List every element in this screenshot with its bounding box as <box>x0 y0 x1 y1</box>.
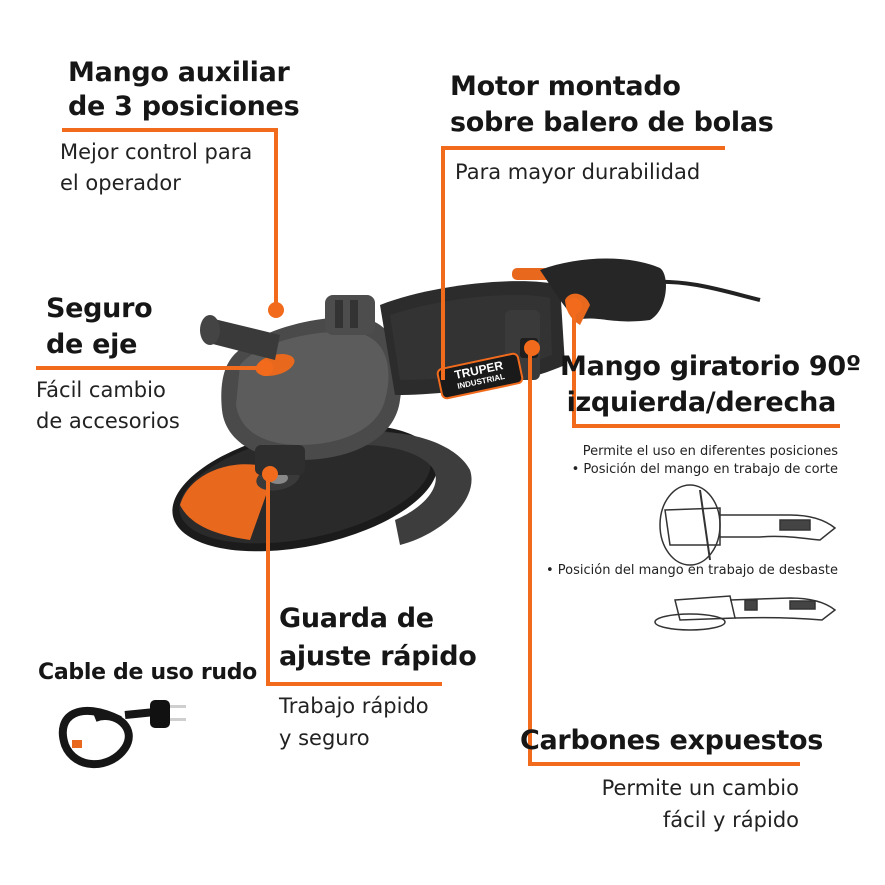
callout-title-aux-2: de 3 posiciones <box>68 91 300 122</box>
callout-desc-aux-2: el operador <box>60 171 181 195</box>
grinding-position-icon <box>654 595 837 631</box>
cut-position-icon <box>659 484 837 566</box>
power-cable-icon <box>58 700 186 769</box>
callout-dot-brushes <box>524 340 540 356</box>
callout-desc-lock-1: Fácil cambio <box>36 378 166 402</box>
callout-title-aux-1: Mango auxiliar <box>68 57 290 88</box>
callout-title-guard-1: Guarda de <box>279 603 434 634</box>
callout-line-rot-v <box>572 306 576 426</box>
callout-title-lock-1: Seguro <box>46 293 153 324</box>
callout-line-rot-h <box>572 424 840 428</box>
callout-title-motor-1: Motor montado <box>450 71 681 102</box>
callout-line-brushes-v <box>528 348 532 766</box>
callout-desc-motor-1: Para mayor durabilidad <box>455 160 701 184</box>
callout-dot-lock <box>257 360 273 376</box>
callout-note-rot-2: • Posición del mango en trabajo de corte <box>571 462 838 477</box>
callout-title-brushes: Carbones expuestos <box>520 725 824 756</box>
callout-line-guard-h <box>266 682 442 686</box>
callout-title-motor-2: sobre balero de bolas <box>450 107 774 138</box>
callout-note-rot-3: • Posición del mango en trabajo de desba… <box>546 563 838 578</box>
callout-title-cable: Cable de uso rudo <box>38 660 257 685</box>
callout-title-rot-2: izquierda/derecha <box>566 387 837 418</box>
callout-line-motor-v <box>441 146 445 380</box>
gear-head <box>221 295 402 475</box>
callout-dot-aux <box>268 302 284 318</box>
callout-title-guard-2: ajuste rápido <box>279 641 477 672</box>
callout-line-brushes-h <box>528 762 800 766</box>
callout-title-lock-2: de eje <box>46 329 138 360</box>
callout-desc-aux-1: Mejor control para <box>60 140 253 164</box>
callout-desc-brushes-2: fácil y rápido <box>662 808 799 832</box>
callout-dot-rot <box>566 298 582 314</box>
callout-note-rot-1: Permite el uso en diferentes posiciones <box>582 444 838 459</box>
callout-desc-lock-2: de accesorios <box>36 409 180 433</box>
callout-title-rot-1: Mango giratorio 90º <box>560 351 861 382</box>
callout-desc-brushes-1: Permite un cambio <box>601 776 799 800</box>
abrasive-disc <box>172 424 438 552</box>
callout-desc-guard-1: Trabajo rápido <box>279 694 429 718</box>
auxiliary-handle <box>200 315 280 360</box>
callout-line-aux-v <box>274 128 278 308</box>
callout-line-aux-h <box>62 128 278 132</box>
callout-dot-guard <box>262 466 278 482</box>
callout-line-guard-v <box>266 470 270 686</box>
callout-line-motor-h <box>441 146 725 150</box>
callout-line-lock-h <box>36 366 266 370</box>
callout-desc-guard-2: y seguro <box>279 726 370 750</box>
